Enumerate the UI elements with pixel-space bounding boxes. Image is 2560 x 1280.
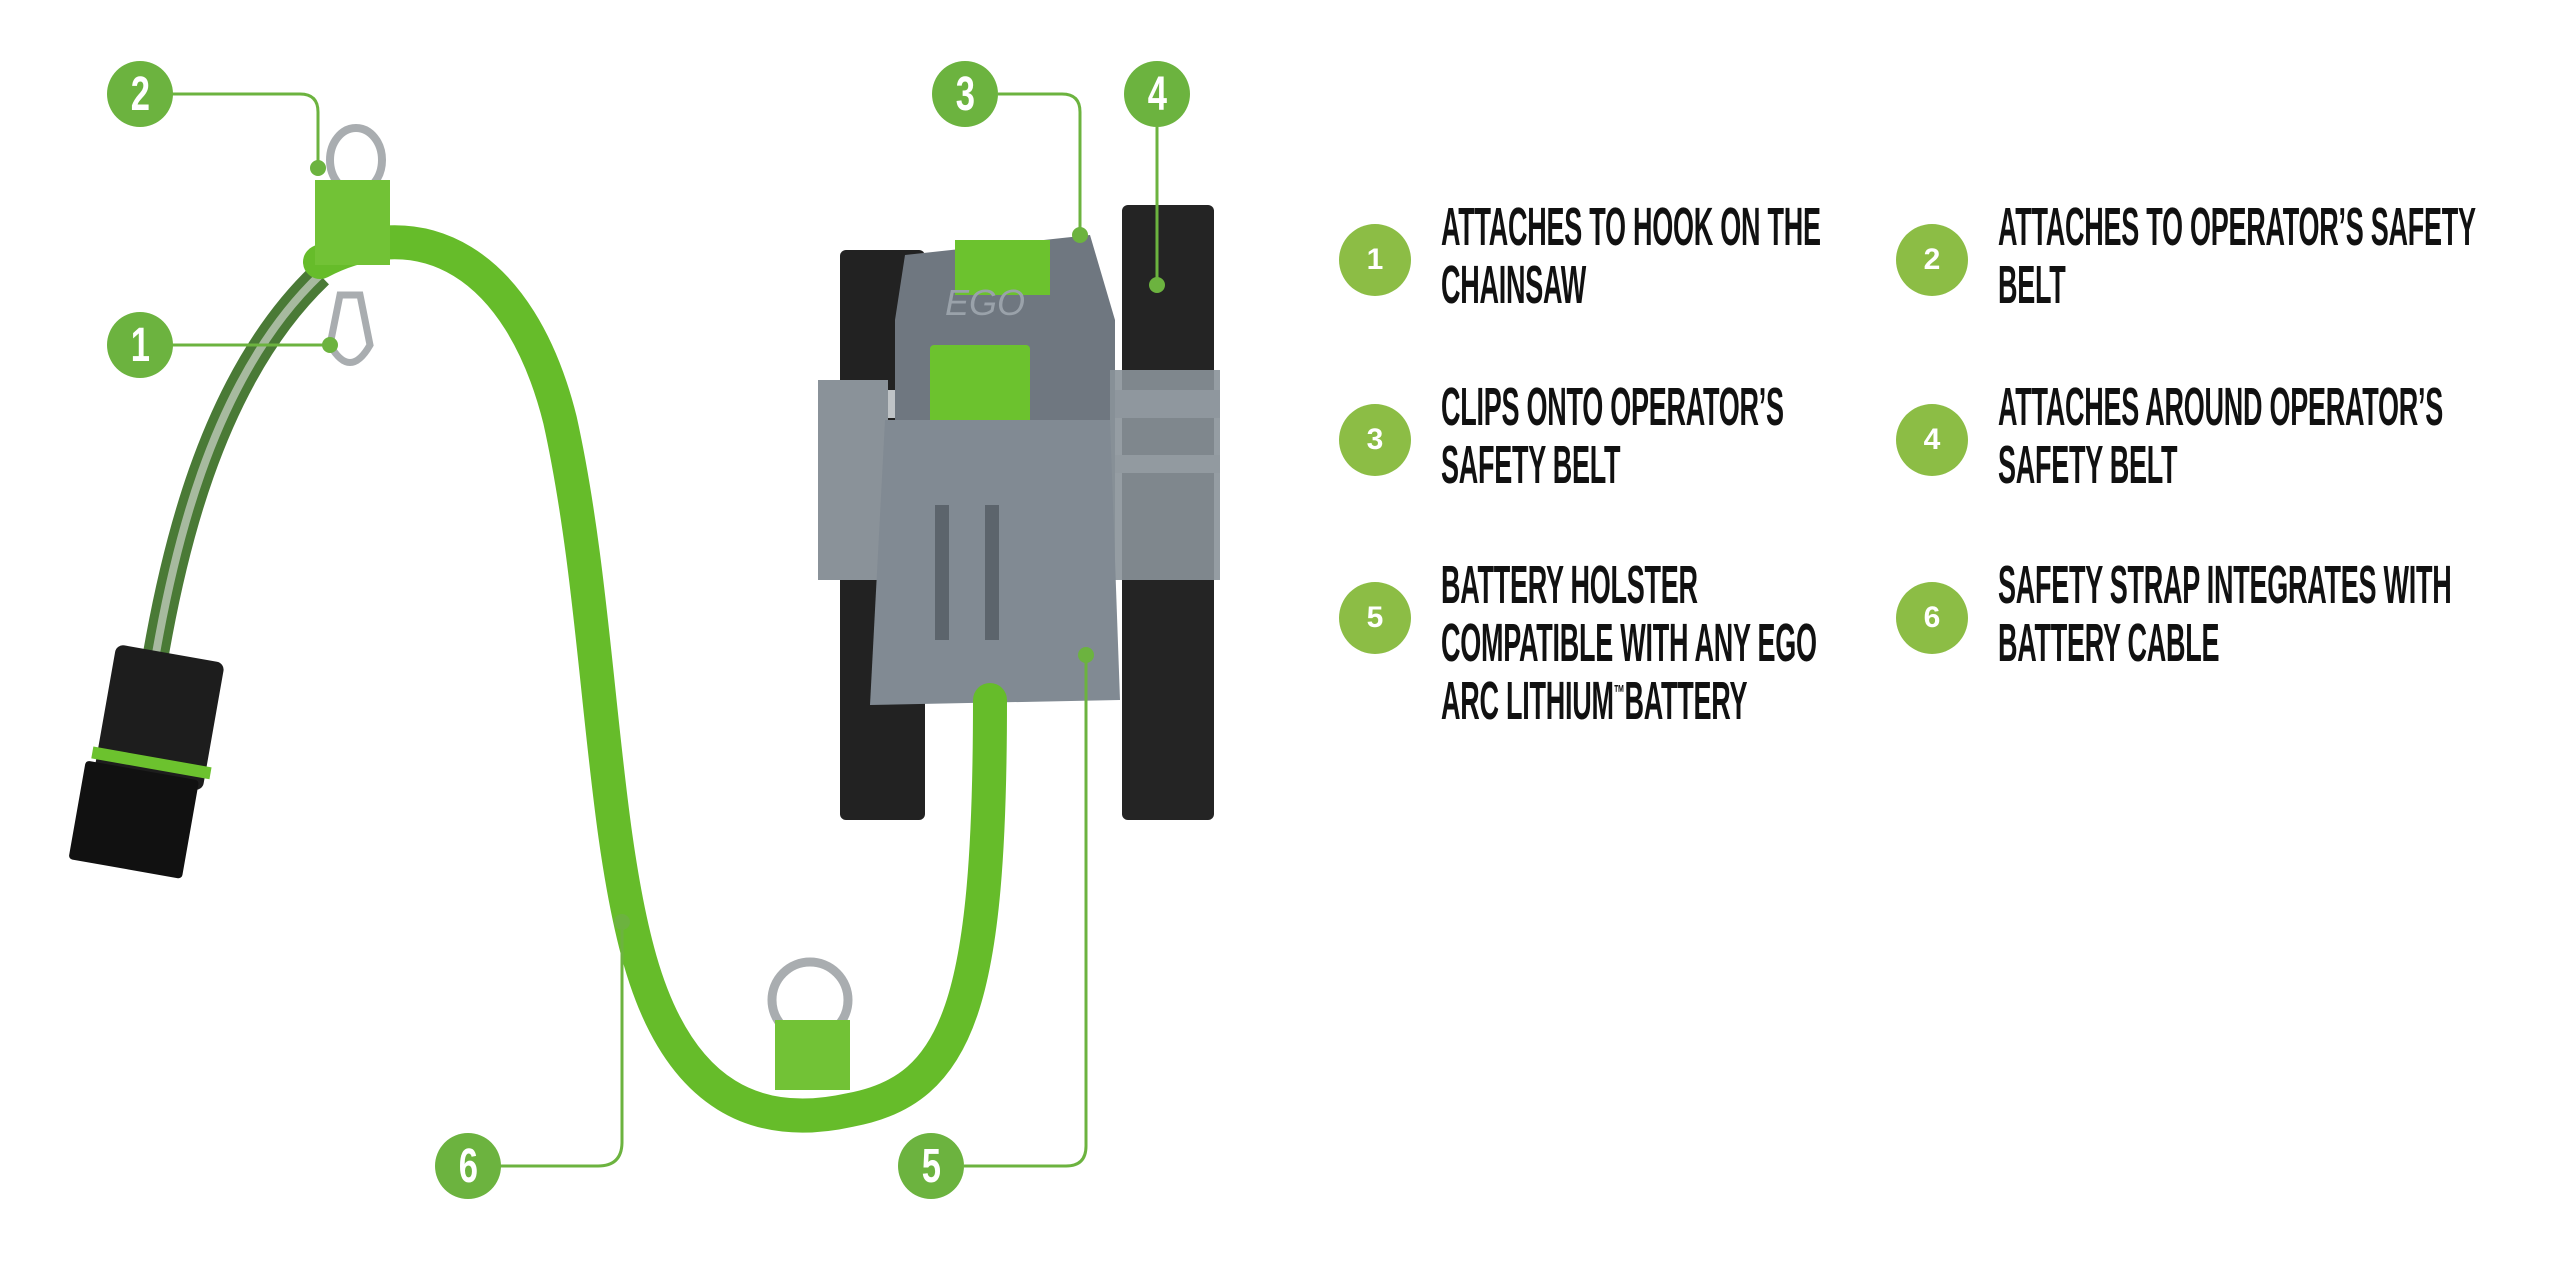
feature-text: ATTACHES TO HOOK ON THE CHAINSAW bbox=[1441, 197, 1821, 315]
feature-badge: 6 bbox=[1896, 582, 1968, 654]
battery-connector bbox=[69, 645, 224, 879]
feature-text-main: BATTERY HOLSTER COMPATIBLE WITH ANY EGO … bbox=[1441, 555, 1817, 731]
feature-1: 1 ATTACHES TO HOOK ON THE CHAINSAW bbox=[1339, 197, 1881, 315]
callout-2: 2 bbox=[107, 61, 173, 127]
feature-6: 6 SAFETY STRAP INTEGRATES WITH BATTERY C… bbox=[1896, 555, 2508, 673]
feature-text: BATTERY HOLSTER COMPATIBLE WITH ANY EGO … bbox=[1441, 556, 1871, 730]
callout-6: 6 bbox=[435, 1133, 501, 1199]
feature-badge: 4 bbox=[1896, 404, 1968, 476]
battery-holster: EGO bbox=[818, 235, 1220, 705]
holster-logo: EGO bbox=[945, 282, 1025, 323]
callout-5: 5 bbox=[898, 1133, 964, 1199]
feature-badge: 3 bbox=[1339, 404, 1411, 476]
callout-number: 4 bbox=[1147, 67, 1167, 121]
feature-2: 2 ATTACHES TO OPERATOR’S SAFETY BELT bbox=[1896, 197, 2508, 315]
callout-number: 1 bbox=[130, 318, 150, 372]
trademark-symbol: ™ bbox=[1613, 680, 1625, 705]
callout-number: 3 bbox=[955, 67, 975, 121]
callout-4: 4 bbox=[1124, 61, 1190, 127]
feature-text: ATTACHES TO OPERATOR’S SAFETY BELT bbox=[1998, 197, 2476, 315]
callout-number: 2 bbox=[130, 67, 150, 121]
feature-text: SAFETY STRAP INTEGRATES WITH BATTERY CAB… bbox=[1998, 555, 2452, 673]
feature-3: 3 CLIPS ONTO OPERATOR’S SAFETY BELT bbox=[1339, 377, 1881, 495]
feature-4: 4 ATTACHES AROUND OPERATOR’S SAFETY BELT bbox=[1896, 377, 2508, 495]
callout-3: 3 bbox=[932, 61, 998, 127]
carabiner bbox=[326, 291, 374, 366]
leader-dots bbox=[310, 160, 1165, 930]
battery-cable bbox=[137, 265, 329, 692]
safety-strap bbox=[303, 225, 1007, 1133]
feature-text-end: BATTERY bbox=[1624, 671, 1748, 731]
feature-text: CLIPS ONTO OPERATOR’S SAFETY BELT bbox=[1441, 377, 1784, 495]
callout-number: 6 bbox=[458, 1139, 478, 1193]
feature-badge: 5 bbox=[1339, 582, 1411, 654]
feature-5: 5 BATTERY HOLSTER COMPATIBLE WITH ANY EG… bbox=[1339, 556, 1881, 730]
feature-text: ATTACHES AROUND OPERATOR’S SAFETY BELT bbox=[1998, 377, 2444, 495]
leader-lines bbox=[172, 92, 1159, 1168]
feature-badge: 2 bbox=[1896, 224, 1968, 296]
feature-badge: 1 bbox=[1339, 224, 1411, 296]
callout-1: 1 bbox=[107, 312, 173, 378]
callout-number: 5 bbox=[921, 1139, 941, 1193]
